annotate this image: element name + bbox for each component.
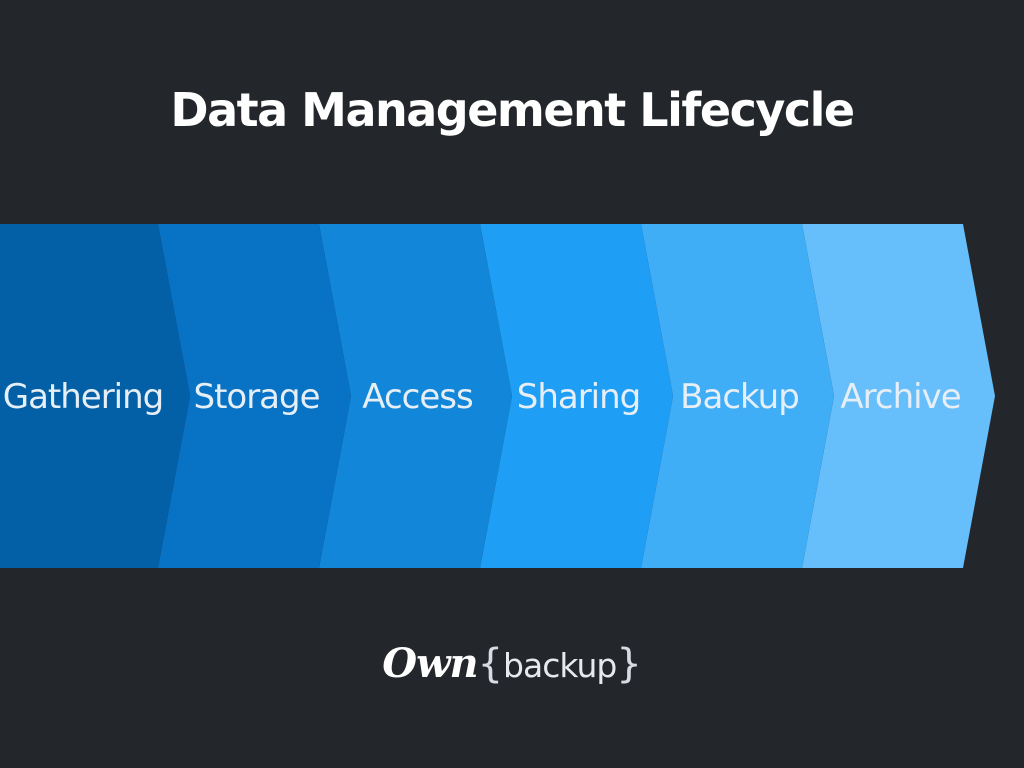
stage-chevron-access <box>319 224 512 568</box>
stage-label-archive: Archive <box>840 377 960 417</box>
stage-chevron-archive <box>802 224 995 568</box>
logo-backup-text: backup <box>503 646 617 685</box>
stage-chevron-backup <box>641 224 834 568</box>
stage-chevron-storage <box>158 224 351 568</box>
stage-label-gathering: Gathering <box>3 377 164 417</box>
logo-own-text: Own <box>382 640 478 687</box>
stage-chevron-sharing <box>480 224 673 568</box>
stage-label-sharing: Sharing <box>517 377 641 417</box>
stage-label-storage: Storage <box>193 377 319 417</box>
ownbackup-logo: Own{backup} <box>0 640 1024 687</box>
logo-open-brace: { <box>477 641 504 687</box>
stage-label-backup: Backup <box>680 377 799 417</box>
stage-label-access: Access <box>362 377 473 417</box>
stage-chevron-gathering <box>0 224 190 568</box>
logo-close-brace: } <box>616 641 642 687</box>
page-title: Data Management Lifecycle <box>170 83 855 137</box>
